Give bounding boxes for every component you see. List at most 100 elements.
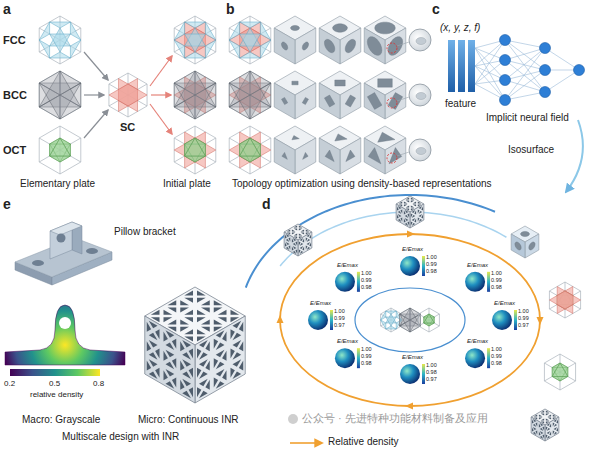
lattice-face bbox=[410, 204, 424, 228]
density-colorbar bbox=[10, 369, 100, 376]
tick-value: 0.5 bbox=[49, 379, 60, 388]
zoom-circle bbox=[409, 139, 431, 161]
colorbar-value: 0.99 bbox=[491, 354, 502, 360]
tick-value: 0.8 bbox=[93, 379, 104, 388]
lattice-void bbox=[414, 218, 416, 222]
cell-face bbox=[525, 234, 539, 258]
lattice-void bbox=[309, 234, 311, 238]
lattice-void bbox=[411, 200, 415, 202]
leader-line bbox=[397, 97, 409, 101]
lattice-void bbox=[214, 358, 218, 368]
lattice-void bbox=[230, 368, 234, 378]
lattice-void bbox=[547, 431, 551, 434]
plate-cube bbox=[381, 308, 402, 332]
optimized-cell bbox=[364, 16, 406, 64]
lattice-void bbox=[288, 245, 290, 249]
lattice-void bbox=[556, 427, 558, 431]
network-link bbox=[545, 70, 579, 92]
cell-hole bbox=[302, 42, 308, 50]
cell-hole bbox=[345, 39, 355, 52]
modulus-sphere bbox=[400, 256, 420, 276]
lattice-void bbox=[421, 214, 423, 218]
plate-cube bbox=[174, 126, 216, 174]
lattice-void bbox=[293, 238, 297, 241]
lattice-void bbox=[533, 419, 537, 422]
plate bbox=[424, 314, 434, 323]
plate-cube bbox=[174, 16, 216, 64]
lattice-void bbox=[155, 348, 159, 358]
lattice-void bbox=[287, 229, 291, 231]
highlight-circle bbox=[387, 98, 397, 108]
lattice-void bbox=[418, 209, 420, 213]
lattice-void bbox=[306, 237, 308, 241]
colorbar-value: 1.00 bbox=[361, 271, 372, 277]
network-link bbox=[505, 70, 545, 80]
plate bbox=[552, 377, 568, 382]
input-label: (x, y, z, f) bbox=[440, 22, 480, 34]
lattice-void bbox=[199, 371, 208, 379]
plate bbox=[39, 71, 81, 119]
lattice-void bbox=[214, 377, 218, 387]
zoom-detail bbox=[416, 38, 426, 45]
lattice-void bbox=[180, 307, 189, 312]
lattice-void bbox=[197, 368, 201, 378]
axis-label: E/Emax bbox=[402, 246, 423, 252]
lattice-void bbox=[166, 350, 175, 358]
lattice-void bbox=[540, 431, 544, 434]
panel-a bbox=[39, 16, 216, 174]
lattice-void bbox=[149, 321, 158, 329]
cell-face bbox=[319, 28, 340, 64]
lattice-void bbox=[542, 426, 544, 430]
lattice-void bbox=[535, 422, 537, 426]
lattice-void bbox=[222, 370, 226, 380]
cell-face bbox=[319, 83, 340, 119]
plate bbox=[424, 323, 434, 326]
plate-cube bbox=[419, 308, 440, 332]
plate bbox=[240, 22, 261, 28]
cube-edge bbox=[418, 314, 419, 326]
cell-hole bbox=[367, 37, 382, 56]
network-link bbox=[505, 48, 545, 100]
lattice-void bbox=[166, 381, 175, 389]
lattice-void bbox=[397, 214, 399, 218]
plate-cube bbox=[39, 16, 81, 64]
cell-face bbox=[274, 83, 295, 119]
lattice-void bbox=[147, 360, 151, 370]
lattice-void bbox=[414, 210, 416, 214]
lattice-void bbox=[546, 418, 550, 420]
cell-hole bbox=[378, 132, 395, 142]
modulus-sphere bbox=[335, 348, 355, 368]
axis-label: E/Emax bbox=[310, 300, 331, 306]
plate-cube bbox=[39, 126, 81, 174]
lattice-void bbox=[309, 242, 311, 246]
lattice-void bbox=[199, 391, 208, 399]
cell-hole bbox=[375, 22, 395, 34]
lattice-void bbox=[222, 351, 226, 361]
colorbar-value: 0.98 bbox=[426, 370, 437, 376]
lattice-void bbox=[168, 307, 177, 312]
plate-cube bbox=[400, 308, 421, 332]
plate bbox=[240, 138, 261, 156]
plate bbox=[185, 52, 206, 58]
lattice-void bbox=[216, 362, 225, 370]
arrow bbox=[151, 94, 171, 95]
artwork bbox=[5, 16, 585, 443]
plate bbox=[50, 138, 71, 156]
cube-edge bbox=[39, 126, 60, 138]
lattice-void bbox=[295, 241, 297, 245]
feature-bar bbox=[468, 40, 475, 92]
plate bbox=[185, 34, 206, 52]
plate bbox=[174, 40, 184, 58]
lattice-void bbox=[230, 348, 234, 358]
tick-value: 0.2 bbox=[4, 379, 15, 388]
lattice-void bbox=[540, 428, 544, 431]
panel-letter: b bbox=[226, 1, 235, 17]
modulus-sphere bbox=[465, 348, 485, 368]
lattice-void bbox=[286, 247, 290, 250]
lattice-void bbox=[233, 359, 242, 367]
lattice-void bbox=[168, 300, 177, 305]
colorbar-value: 0.98 bbox=[491, 361, 502, 367]
cell-face bbox=[385, 138, 406, 174]
lattice-void bbox=[168, 319, 177, 324]
lattice-void bbox=[218, 310, 227, 315]
